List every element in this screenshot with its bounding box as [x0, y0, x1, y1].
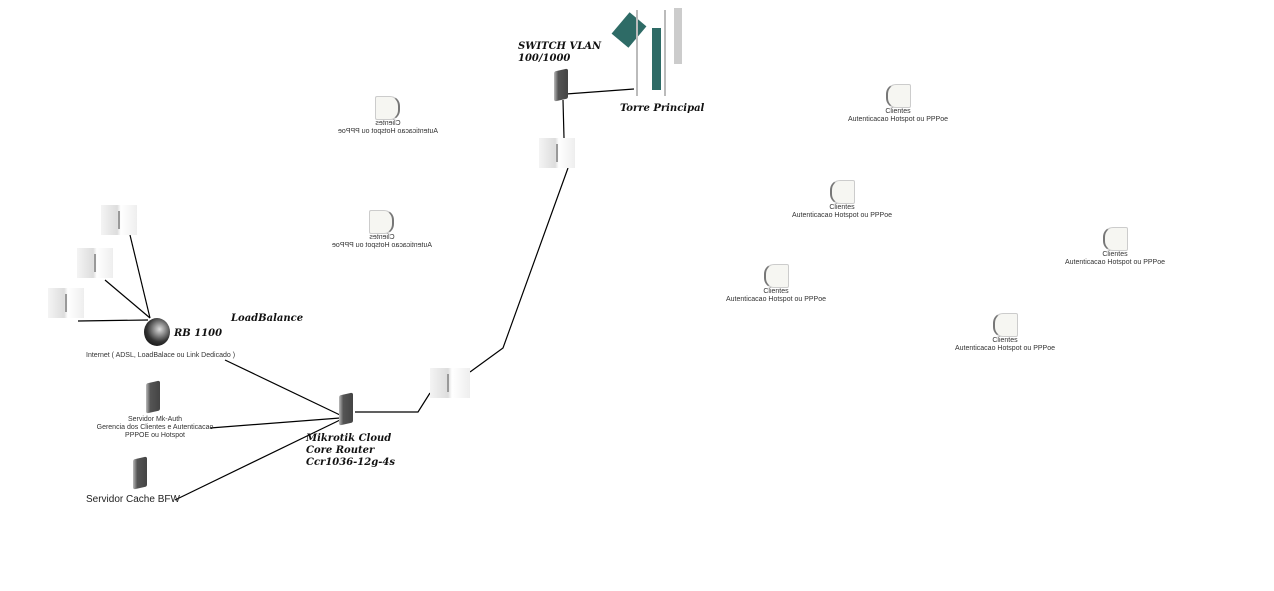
mkauth-line-3: PPPOE ou Hotspot: [125, 432, 185, 439]
client-title: Clientes: [369, 234, 395, 241]
client-group: Clientes Autenticacao Hotspot ou PPPoe: [790, 180, 894, 220]
client-subtitle: Autenticacao Hotspot ou PPPoe: [725, 296, 826, 303]
cpe-icon: [1102, 227, 1128, 251]
tower-icon: [611, 6, 689, 98]
rb1100-label: RB 1100: [174, 328, 223, 339]
client-group: Clientes Autenticacao Hotspot ou PPPoe: [724, 264, 828, 304]
loadbalance-label: LoadBalance: [231, 313, 304, 324]
globe-icon: [144, 318, 170, 346]
antenna-icon: [77, 248, 113, 278]
link-ap2: [104, 279, 151, 319]
client-subtitle: Autenticacao Hotspot ou PPPoe: [954, 345, 1055, 352]
client-group: Clientes Autenticacao Hotspot ou PPPoe: [846, 84, 950, 124]
mkauth-server-icon: [146, 380, 160, 414]
client-group: Clientes Autenticacao Hotspot ou PPPoe: [1063, 227, 1167, 267]
switch-icon: [554, 68, 568, 102]
antenna-icon: [430, 368, 470, 398]
client-subtitle: Autenticacao Hotspot ou PPPoe: [847, 116, 948, 123]
cpe-icon: [829, 180, 855, 204]
link-cache-router: [174, 419, 341, 501]
link-antenna-router: [355, 392, 431, 413]
antenna-icon: [48, 288, 84, 318]
mkauth-line-2: Gerencia dos Clientes e Autenticacao: [96, 424, 214, 431]
client-subtitle: Autenticacao Hotspot ou PPPoe: [1064, 259, 1165, 266]
client-group: Clientes Autenticacao Hotspot ou PPPoe: [336, 96, 440, 136]
client-title: Clientes: [1102, 251, 1128, 258]
switch-label-2: 100/1000: [518, 53, 571, 64]
cpe-icon: [369, 210, 395, 234]
client-group: Clientes Autenticacao Hotspot ou PPPoe: [953, 313, 1057, 353]
switch-label-1: SWITCH VLAN: [518, 41, 602, 52]
ccr-router-icon: [339, 392, 353, 426]
link-ap3: [77, 319, 149, 322]
client-subtitle: Autenticacao Hotspot ou PPPoe: [332, 242, 433, 249]
tower-label: Torre Principal: [620, 103, 705, 114]
link-ap1: [129, 234, 151, 319]
client-title: Clientes: [885, 108, 911, 115]
rb1100-caption: Internet ( ADSL, LoadBalace ou Link Dedi…: [86, 352, 236, 359]
client-title: Clientes: [992, 337, 1018, 344]
cpe-icon: [763, 264, 789, 288]
cpe-icon: [885, 84, 911, 108]
link-switch-tower: [565, 88, 635, 95]
link-backhaul: [469, 167, 569, 373]
ccr-label-2: Core Router: [306, 445, 375, 456]
ccr-label-1: Mikrotik Cloud: [306, 433, 392, 444]
client-subtitle: Autenticacao Hotspot ou PPPoe: [791, 212, 892, 219]
cpe-icon: [375, 96, 401, 120]
antenna-icon: [101, 205, 137, 235]
mkauth-label: Servidor Mk-Auth Gerencia dos Clientes e…: [90, 416, 220, 440]
cache-label: Servidor Cache BFW: [86, 494, 180, 505]
client-title: Clientes: [829, 204, 855, 211]
cpe-icon: [992, 313, 1018, 337]
client-title: Clientes: [375, 120, 401, 127]
mkauth-line-1: Servidor Mk-Auth: [127, 416, 183, 423]
link-rb-router: [224, 359, 341, 416]
antenna-icon: [539, 138, 575, 168]
cache-server-icon: [133, 456, 147, 490]
client-title: Clientes: [763, 288, 789, 295]
client-subtitle: Autenticacao Hotspot ou PPPoe: [338, 128, 439, 135]
link-switch-antenna: [562, 99, 565, 139]
ccr-label-3: Ccr1036-12g-4s: [306, 457, 395, 468]
client-group: Clientes Autenticacao Hotspot ou PPPoe: [330, 210, 434, 250]
link-mkauth-router: [209, 417, 341, 429]
